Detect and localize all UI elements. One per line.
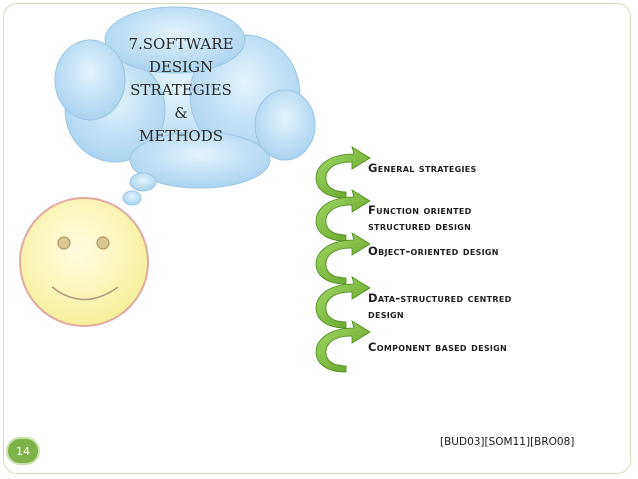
method-item: Component based design [368, 339, 507, 355]
curved-arrow-icon [316, 233, 370, 284]
method-item: Data-structured centred design [368, 290, 512, 322]
method-item: General strategies [368, 160, 477, 176]
method-item: Function oriented structured design [368, 202, 472, 234]
curved-arrow-icon [316, 321, 370, 372]
citation: [BUD03][SOM11][BRO08] [440, 436, 574, 448]
method-label: Component based design [368, 339, 507, 355]
curved-arrow-icon [316, 190, 370, 241]
method-label: Data-structured centred [368, 290, 512, 306]
curved-arrow-icon [316, 147, 370, 198]
method-item: Object-oriented design [368, 243, 499, 259]
curved-arrow-icon [316, 277, 370, 328]
method-label: Object-oriented design [368, 243, 499, 259]
slide-number: 14 [6, 437, 40, 465]
method-label-cont: structured design [368, 218, 472, 234]
method-label-cont: design [368, 306, 512, 322]
method-label: Function oriented [368, 202, 472, 218]
method-label: General strategies [368, 160, 477, 176]
